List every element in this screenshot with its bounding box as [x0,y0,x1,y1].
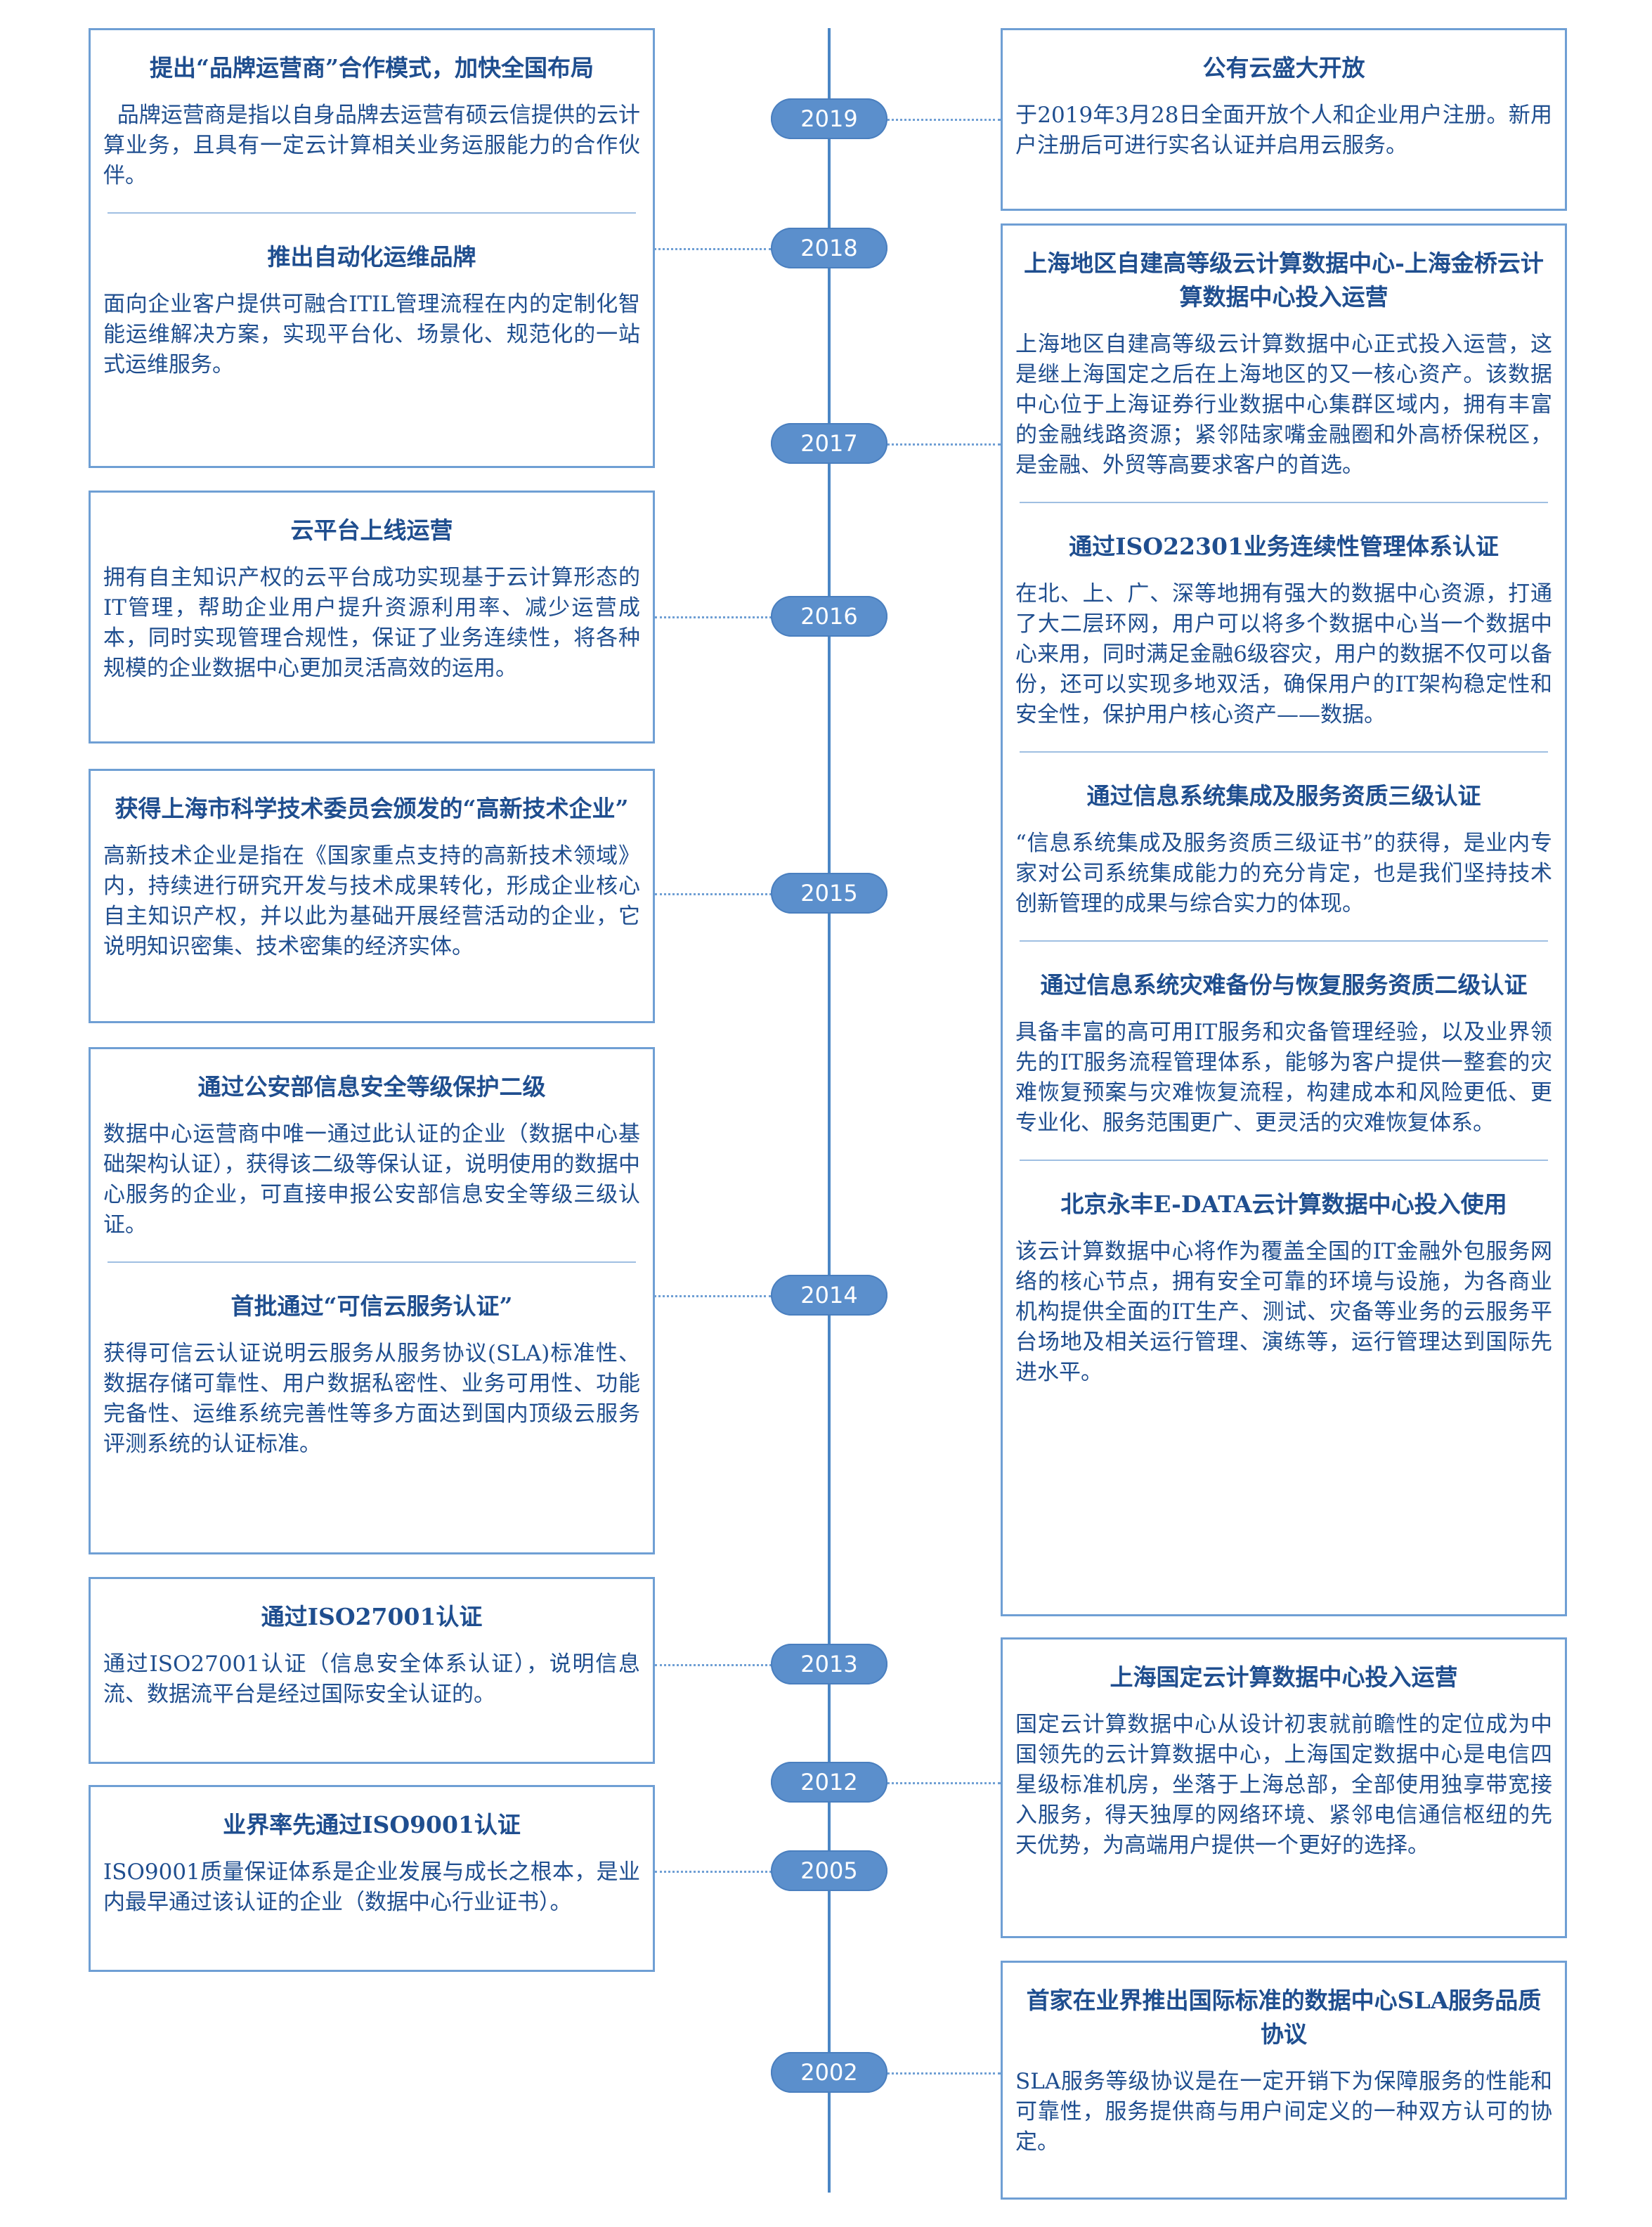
year-pill-2002: 2002 [771,2052,887,2093]
year-pill-2015: 2015 [771,873,887,914]
section-divider [1020,502,1548,503]
milestone-description: 国定云计算数据中心从设计初衷就前瞻性的定位成为中国领先的云计算数据中心，上海国定… [1015,1712,1552,1858]
milestone-disaster-recovery-level-2: 通过信息系统灾难备份与恢复服务资质二级认证 具备丰富的高可用IT服务和灾备管理经… [1015,968,1552,1138]
milestone-description: 拥有自主知识产权的云平台成功实现基于云计算形态的IT管理，帮助企业用户提升资源利… [103,565,640,681]
milestone-title: 首批通过“可信云服务认证” [230,1292,513,1320]
year-pill-2017: 2017 [771,423,887,464]
milestone-iso22301: 通过ISO22301业务连续性管理体系认证 在北、上、广、深等地拥有强大的数据中… [1015,530,1552,730]
milestone-jinqiao-datacenter: 上海地区自建高等级云计算数据中心-上海金桥云计算数据中心投入运营 上海地区自建高… [1015,247,1552,481]
milestone-title: 通过信息系统集成及服务资质三级认证 [1086,782,1481,810]
connector-2019 [887,119,1001,121]
milestone-description: 品牌运营商是指以自身品牌去运营有硕云信提供的云计算业务，且具有一定云计算相关业务… [103,103,640,188]
milestone-title: 首家在业界推出国际标准的数据中心SLA服务品质协议 [1026,1987,1542,2048]
milestone-description: 上海地区自建高等级云计算数据中心正式投入运营，这是继上海国定之后在上海地区的又一… [1015,332,1552,478]
milestone-public-cloud-open: 公有云盛大开放 于2019年3月28日全面开放个人和企业用户注册。新用户注册后可… [1015,51,1552,161]
milestone-description: 面向企业客户提供可融合ITIL管理流程在内的定制化智能运维解决方案，实现平台化、… [103,292,640,377]
connector-2013 [655,1664,772,1666]
connector-2012 [887,1782,1001,1784]
milestone-security-level-2: 通过公安部信息安全等级保护二级 数据中心运营商中唯一通过此认证的企业（数据中心基… [103,1070,640,1240]
milestone-iso27001: 通过ISO27001认证 通过ISO27001认证（信息安全体系认证），说明信息… [103,1600,640,1710]
milestone-card-2015: 获得上海市科学技术委员会颁发的“高新技术企业” 高新技术企业是指在《国家重点支持… [89,769,655,1023]
milestone-description: 高新技术企业是指在《国家重点支持的高新技术领域》内，持续进行研究开发与技术成果转… [103,843,640,959]
milestone-iso9001: 业界率先通过ISO9001认证 ISO9001质量保证体系是企业发展与成长之根本… [103,1808,640,1918]
milestone-title: 公有云盛大开放 [1202,54,1365,82]
milestone-title: 云平台上线运营 [290,517,453,544]
milestone-guoding-datacenter: 上海国定云计算数据中心投入运营 国定云计算数据中心从设计初衷就前瞻性的定位成为中… [1015,1661,1552,1861]
milestone-description: 获得可信云认证说明云服务从服务协议(SLA)标准性、数据存储可靠性、用户数据私密… [103,1341,640,1457]
milestone-card-2005: 业界率先通过ISO9001认证 ISO9001质量保证体系是企业发展与成长之根本… [89,1785,655,1972]
connector-2017 [887,443,1001,446]
milestone-title: 业界率先通过ISO9001认证 [223,1811,521,1838]
milestone-auto-ops-brand: 推出自动化运维品牌 面向企业客户提供可融合ITIL管理流程在内的定制化智能运维解… [103,240,640,380]
connector-2002 [887,2072,1001,2075]
milestone-card-2016: 云平台上线运营 拥有自主知识产权的云平台成功实现基于云计算形态的IT管理，帮助企… [89,491,655,744]
milestone-card-2002: 首家在业界推出国际标准的数据中心SLA服务品质协议 SLA服务等级协议是在一定开… [1001,1961,1567,2200]
timeline-axis [828,28,831,2193]
milestone-trusted-cloud: 首批通过“可信云服务认证” 获得可信云认证说明云服务从服务协议(SLA)标准性、… [103,1290,640,1460]
year-pill-2016: 2016 [771,596,887,637]
milestone-description: 该云计算数据中心将作为覆盖全国的IT金融外包服务网络的核心节点，拥有安全可靠的环… [1015,1239,1552,1385]
milestone-card-2014-left: 通过公安部信息安全等级保护二级 数据中心运营商中唯一通过此认证的企业（数据中心基… [89,1047,655,1554]
milestone-system-integration-level-3: 通过信息系统集成及服务资质三级认证 “信息系统集成及服务资质三级证书”的获得，是… [1015,779,1552,919]
milestone-card-2018: 提出“品牌运营商”合作模式，加快全国布局 品牌运营商是指以自身品牌去运营有硕云信… [89,28,655,468]
milestone-description: SLA服务等级协议是在一定开销下为保障服务的性能和可靠性，服务提供商与用户间定义… [1015,2069,1552,2155]
milestone-title: 上海地区自建高等级云计算数据中心-上海金桥云计算数据中心投入运营 [1024,249,1544,311]
milestone-card-2019: 公有云盛大开放 于2019年3月28日全面开放个人和企业用户注册。新用户注册后可… [1001,28,1567,211]
milestone-card-2013: 通过ISO27001认证 通过ISO27001认证（信息安全体系认证），说明信息… [89,1577,655,1764]
milestone-description: 数据中心运营商中唯一通过此认证的企业（数据中心基础架构认证），获得该二级等保认证… [103,1122,640,1238]
milestone-cloud-platform-launch: 云平台上线运营 拥有自主知识产权的云平台成功实现基于云计算形态的IT管理，帮助企… [103,514,640,684]
milestone-description: ISO9001质量保证体系是企业发展与成长之根本，是业内最早通过该认证的企业（数… [103,1859,640,1915]
year-pill-2018: 2018 [771,228,887,268]
connector-2015 [655,893,772,895]
milestone-brand-operator: 提出“品牌运营商”合作模式，加快全国布局 品牌运营商是指以自身品牌去运营有硕云信… [103,51,640,191]
year-pill-2013: 2013 [771,1644,887,1684]
milestone-sla-agreement: 首家在业界推出国际标准的数据中心SLA服务品质协议 SLA服务等级协议是在一定开… [1015,1984,1552,2157]
section-divider [108,212,636,214]
section-divider [1020,751,1548,753]
year-pill-2012: 2012 [771,1762,887,1803]
section-divider [108,1261,636,1263]
connector-2018 [645,248,772,250]
section-divider [1020,940,1548,942]
milestone-title: 北京永丰E-DATA云计算数据中心投入使用 [1060,1190,1507,1218]
connector-2016 [655,616,772,618]
connector-2005 [655,1871,772,1873]
milestone-yongfeng-edata: 北京永丰E-DATA云计算数据中心投入使用 该云计算数据中心将作为覆盖全国的IT… [1015,1188,1552,1388]
milestone-title: 获得上海市科学技术委员会颁发的“高新技术企业” [115,795,629,822]
milestone-title: 通过信息系统灾难备份与恢复服务资质二级认证 [1040,971,1528,999]
year-pill-2019: 2019 [771,98,887,139]
milestone-title: 通过ISO22301业务连续性管理体系认证 [1069,533,1499,560]
milestone-card-2012: 上海国定云计算数据中心投入运营 国定云计算数据中心从设计初衷就前瞻性的定位成为中… [1001,1637,1567,1938]
section-divider [1020,1160,1548,1161]
milestone-description: 通过ISO27001认证（信息安全体系认证），说明信息流、数据流平台是经过国际安… [103,1651,640,1707]
milestone-high-tech-enterprise: 获得上海市科学技术委员会颁发的“高新技术企业” 高新技术企业是指在《国家重点支持… [103,792,640,962]
milestone-title: 提出“品牌运营商”合作模式，加快全国布局 [150,54,594,82]
milestone-title: 通过公安部信息安全等级保护二级 [197,1073,546,1100]
milestone-title: 上海国定云计算数据中心投入运营 [1110,1663,1458,1691]
milestone-card-2017: 上海地区自建高等级云计算数据中心-上海金桥云计算数据中心投入运营 上海地区自建高… [1001,223,1567,1616]
milestone-description: “信息系统集成及服务资质三级证书”的获得，是业内专家对公司系统集成能力的充分肯定… [1015,831,1552,916]
milestone-title: 推出自动化运维品牌 [267,243,476,271]
connector-2014 [645,1295,772,1297]
milestone-description: 具备丰富的高可用IT服务和灾备管理经验，以及业界领先的IT服务流程管理体系，能够… [1015,1020,1552,1136]
year-pill-2005: 2005 [771,1850,887,1891]
milestone-description: 于2019年3月28日全面开放个人和企业用户注册。新用户注册后可进行实名认证并启… [1015,103,1552,158]
year-pill-2014: 2014 [771,1275,887,1316]
milestone-title: 通过ISO27001认证 [261,1603,483,1630]
milestone-description: 在北、上、广、深等地拥有强大的数据中心资源，打通了大二层环网，用户可以将多个数据… [1015,581,1552,727]
